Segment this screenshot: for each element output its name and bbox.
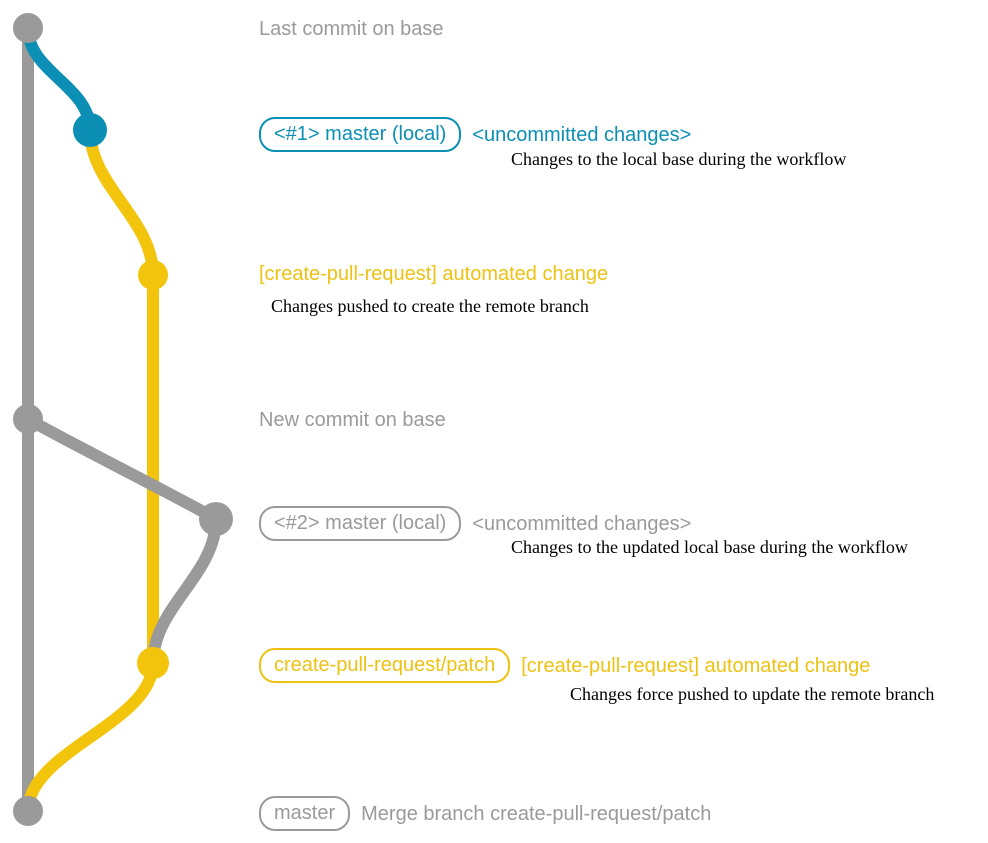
commit-subject: <uncommitted changes> [472, 123, 692, 146]
commit-node-n2[interactable] [73, 113, 107, 147]
commit-node-n6[interactable] [137, 647, 169, 679]
commit-node-n4[interactable] [13, 404, 43, 434]
commit-subject: Merge branch create-pull-request/patch [361, 802, 712, 825]
commit-body-automated-1: Changes pushed to create the remote bran… [271, 296, 589, 316]
edge-rebase-to-patch [147, 513, 222, 669]
commit-row-automated-1: [create-pull-request] automated change [259, 263, 608, 285]
commit-row-last-base: Last commit on base [259, 18, 444, 40]
commit-body-automated-2: Changes force pushed to update the remot… [570, 684, 935, 704]
commit-row-local-2: <#2> master (local) <uncommitted changes> [259, 506, 691, 541]
commit-row-automated-2: create-pull-request/patch [create-pull-re… [259, 648, 870, 683]
commit-body-local-1: Changes to the local base during the wor… [511, 149, 847, 169]
commit-node-n3[interactable] [138, 260, 168, 290]
branch-pill-create-pull-request-patch[interactable]: create-pull-request/patch [259, 648, 511, 683]
edge-base-to-rebase [22, 413, 222, 525]
commit-body-local-2: Changes to the updated local base during… [511, 537, 908, 557]
commit-subject: New commit on base [259, 409, 446, 431]
commit-row-local-1: <#1> master (local) <uncommitted changes> [259, 117, 691, 152]
commit-row-merge: master Merge branch create-pull-request/p… [259, 796, 711, 831]
commit-subject: [create-pull-request] automated change [259, 263, 609, 285]
commit-subject: Last commit on base [259, 18, 444, 40]
commit-node-n1[interactable] [13, 13, 43, 43]
commit-subject: [create-pull-request] automated change [521, 654, 871, 677]
graph-nodes [13, 13, 233, 826]
commit-row-new-base: New commit on base [259, 409, 446, 431]
branch-pill-master-local-2[interactable]: <#2> master (local) [259, 506, 462, 541]
branch-pill-master-local-1[interactable]: <#1> master (local) [259, 117, 462, 152]
commit-subject: <uncommitted changes> [472, 512, 692, 535]
edge-patch-to-merge [22, 657, 159, 817]
branch-pill-master[interactable]: master [259, 796, 351, 831]
commit-node-n7[interactable] [13, 796, 43, 826]
edge-local-to-patch [84, 124, 159, 281]
commit-node-n5[interactable] [199, 502, 233, 536]
